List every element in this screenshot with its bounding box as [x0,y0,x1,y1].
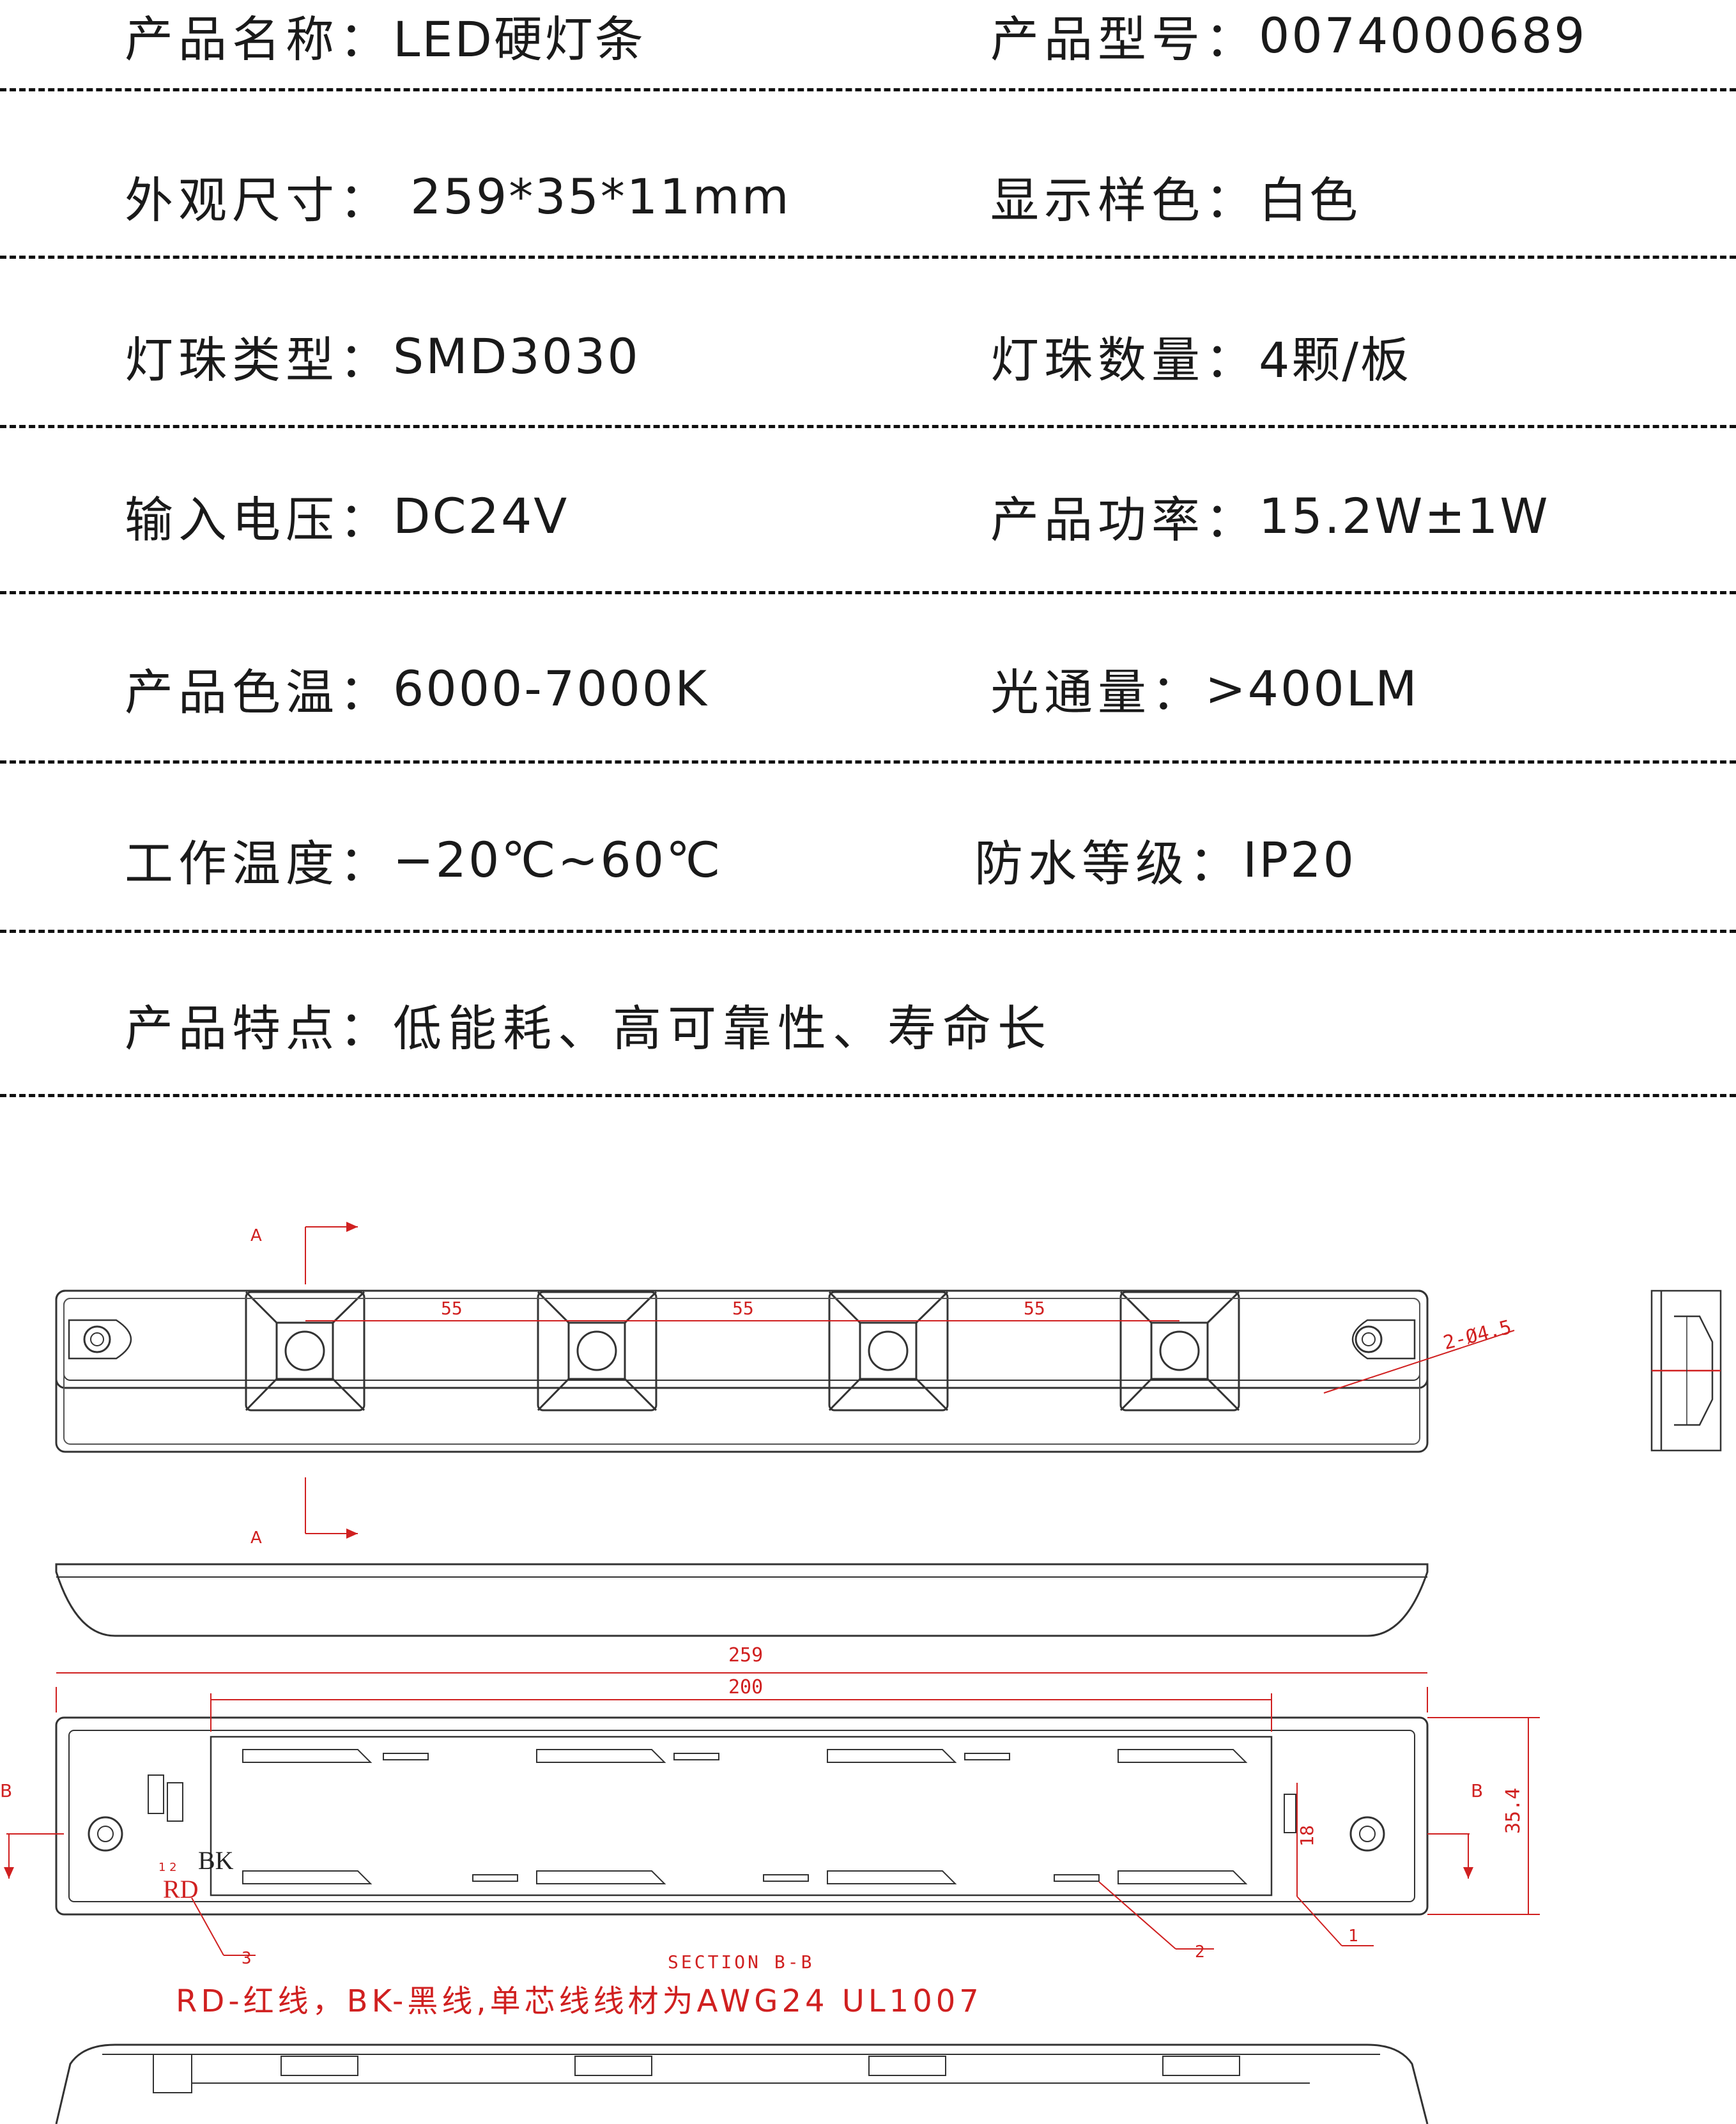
cross-section-view [55,2043,1429,2124]
spec-value: SMD3030 [393,327,640,385]
spec-value: LED硬灯条 [393,11,645,68]
spec-value: −20℃~60℃ [393,831,723,888]
spec-row-name: 产品名称：LED硬灯条 产品型号：0074000689 [0,0,1736,83]
spec-label: 输入电压： [125,491,393,548]
divider [0,88,1736,91]
spec-value: 0074000689 [1259,6,1587,64]
spec-features: 产品特点：低能耗、高可靠性、寿命长 [125,989,1052,1059]
pcb-outline [210,1735,1273,1897]
spec-value: 低能耗、高可靠性、寿命长 [393,1000,1052,1057]
section-title: SECTION B-B [668,1951,814,1973]
spec-power: 产品功率：15.2W±1W [990,481,1550,551]
section-b-label-right: B [1471,1780,1483,1801]
strip-body-top-view-inner [63,1298,1420,1445]
spec-color-temp: 产品色温：6000-7000K [125,653,709,723]
divider [0,256,1736,259]
divider [0,591,1736,594]
section-a-label-top: A [250,1226,262,1245]
spec-label: 防水等级： [974,835,1243,892]
spec-label: 灯珠类型： [125,332,393,389]
spec-label: 光通量： [990,664,1205,721]
spec-label: 产品名称： [125,11,393,68]
spec-label: 工作温度： [125,835,393,892]
wire-note: RD-红线，BK-黑线,单芯线线材为AWG24 UL1007 [176,1983,983,2019]
callout-leaders [191,1881,1374,1956]
callout-2: 2 [1195,1943,1205,1962]
hole-note: 2-Ø4.5 [1441,1316,1514,1355]
spec-label: 产品型号： [990,11,1259,68]
spec-led-type: 灯珠类型：SMD3030 [125,321,640,391]
spec-label: 产品色温： [125,664,393,721]
spec-value: 白色 [1259,172,1360,229]
spec-luminous-flux: 光通量：>400LM [990,653,1419,723]
spec-value: IP20 [1243,831,1356,888]
dim-overall-length: 259 [728,1644,763,1666]
spec-work-temp: 工作温度：−20℃~60℃ [125,824,722,895]
spec-value: 6000-7000K [393,659,709,717]
technical-drawing: A A 55 55 55 2-Ø4.5 [0,1222,1722,2124]
spec-color: 显示样色：白色 [990,161,1360,231]
spec-value: 15.2W±1W [1259,487,1550,544]
spec-row-env: 工作温度：−20℃~60℃ 防水等级：IP20 [0,824,1736,907]
section-view [55,1716,1429,1916]
pitch-dim-1: 55 [441,1298,463,1319]
spec-dimensions: 外观尺寸： 259*35*11mm [125,161,791,231]
spec-product-name: 产品名称：LED硬灯条 [125,0,645,70]
dim-pcb-width: 18 [1296,1825,1317,1847]
spec-label: 外观尺寸： [125,172,393,229]
pitch-dim-2: 55 [732,1298,754,1319]
spec-value: DC24V [393,487,569,544]
divider [0,1094,1736,1097]
wire-bk-label: BK [198,1846,234,1875]
mount-hole-left [68,1319,132,1360]
section-a-marker [305,1222,358,1539]
section-dims [4,1672,1540,1915]
hole-leader [1323,1330,1515,1394]
strip-body-top-view [55,1289,1429,1453]
spec-label: 产品功率： [990,491,1259,548]
spec-row-power: 输入电压：DC24V 产品功率：15.2W±1W [0,481,1736,564]
spec-row-size: 外观尺寸： 259*35*11mm 显示样色：白色 [0,161,1736,244]
dim-pcb-length: 200 [728,1676,763,1698]
spec-input-voltage: 输入电压：DC24V [125,481,569,551]
divider [0,760,1736,764]
mount-hole-right [1351,1319,1416,1360]
spec-label: 显示样色： [990,172,1259,229]
spec-row-led: 灯珠类型：SMD3030 灯珠数量：4颗/板 [0,321,1736,404]
profile-view [55,1563,1429,1637]
pitch-dim-3: 55 [1024,1298,1045,1319]
callout-1: 1 [1348,1927,1358,1946]
spec-label: 灯珠数量： [990,332,1259,389]
spec-value: 4颗/板 [1259,332,1411,389]
side-view [1650,1289,1722,1452]
led-lens-1 [245,1291,365,1412]
led-lens-2 [537,1291,657,1412]
pin-marks: 1 2 [158,1861,177,1874]
spec-ip-rating: 防水等级：IP20 [974,824,1356,895]
spec-value: 259*35*11mm [393,167,791,225]
section-a-label-bottom: A [250,1528,262,1548]
spec-value: >400LM [1205,659,1419,717]
divider [0,930,1736,933]
led-lens-4 [1119,1291,1240,1412]
spec-label: 产品特点： [125,1000,393,1057]
callout-3: 3 [242,1949,252,1968]
spec-led-count: 灯珠数量：4颗/板 [990,321,1411,391]
spec-row-features: 产品特点：低能耗、高可靠性、寿命长 [0,989,1736,1072]
led-lens-3 [828,1291,949,1412]
spec-product-model: 产品型号：0074000689 [990,0,1587,70]
divider [0,425,1736,428]
dim-overall-width: 35.4 [1502,1788,1525,1834]
section-b-label-left: B [0,1780,12,1801]
spec-row-light: 产品色温：6000-7000K 光通量：>400LM [0,653,1736,736]
